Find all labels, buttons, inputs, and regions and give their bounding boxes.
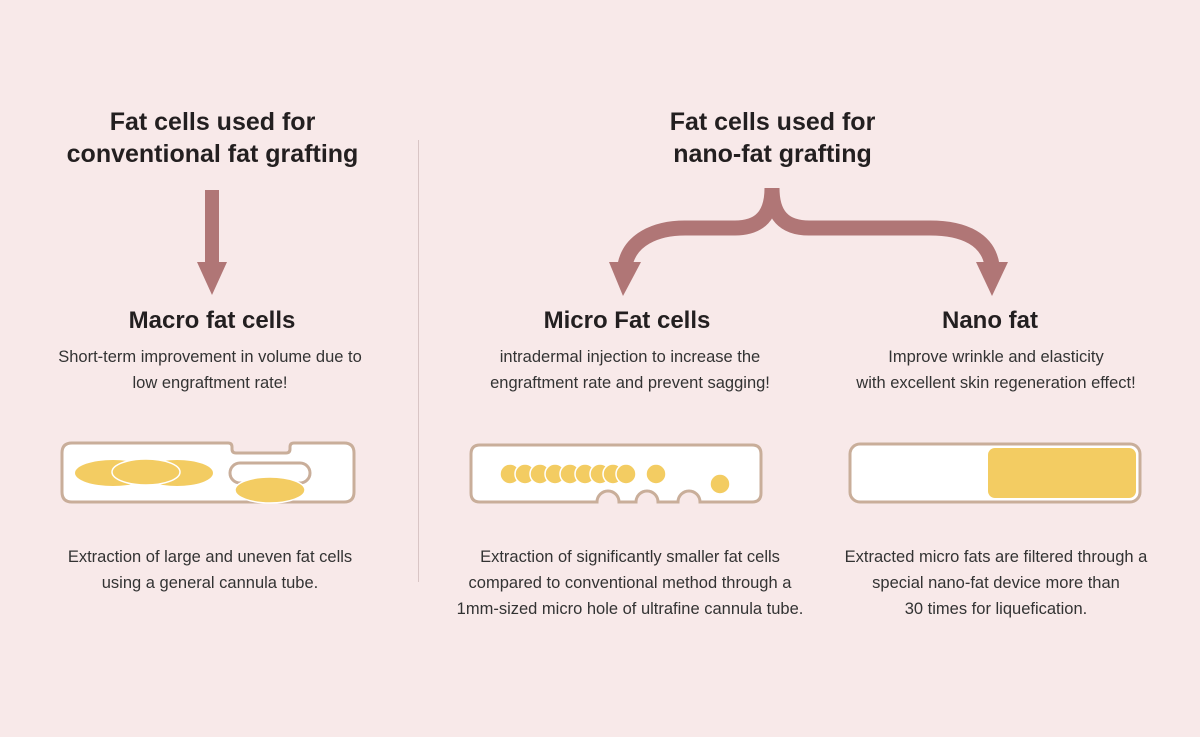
micro-fat-description-line2: engraftment rate and prevent sagging!: [490, 374, 770, 392]
nano-fat-heading: Nano fat: [942, 307, 1038, 334]
micro-fat-extraction-line2: compared to conventional method through …: [468, 574, 792, 592]
nano-fat-extraction-line1: Extracted micro fats are filtered throug…: [844, 548, 1148, 566]
brace-arrow-icon: [617, 187, 1000, 268]
nano-fat-extraction-line2: special nano-fat device more than: [872, 574, 1120, 592]
column-divider: [418, 140, 419, 582]
macro-fat-tube-illustration: [60, 441, 356, 504]
macro-fat-cell: [234, 476, 306, 504]
macro-fat-heading: Macro fat cells: [128, 307, 296, 334]
micro-fat-cell: [615, 463, 637, 485]
macro-fat-cell: [111, 458, 181, 486]
nano-fat-extraction-note: Extracted micro fats are filtered throug…: [815, 544, 1177, 622]
conventional-title-line1: Fat cells used for: [109, 108, 316, 136]
macro-fat-description-line1: Short-term improvement in volume due to: [58, 348, 362, 366]
nanofat-title: Fat cells used for nano-fat grafting: [600, 106, 945, 170]
macro-fat-extraction-line2: using a general cannula tube.: [101, 574, 319, 592]
nanofat-title-line1: Fat cells used for: [669, 108, 876, 136]
brace-left-arrowhead-icon: [609, 262, 641, 296]
micro-fat-tube-illustration: [469, 443, 763, 504]
nano-fat-description: Improve wrinkle and elasticity with exce…: [810, 344, 1182, 396]
micro-fat-extraction-line1: Extraction of significantly smaller fat …: [480, 548, 780, 566]
down-arrow-icon: [197, 190, 227, 295]
nano-fat-tube-illustration: [848, 442, 1142, 504]
micro-fat-cell: [645, 463, 667, 485]
micro-fat-description-line1: intradermal injection to increase the: [499, 348, 761, 366]
macro-fat-extraction-line1: Extraction of large and uneven fat cells: [67, 548, 353, 566]
conventional-title-line2: conventional fat grafting: [66, 140, 359, 168]
conventional-title: Fat cells used for conventional fat graf…: [40, 106, 385, 170]
nano-fat-description-line1: Improve wrinkle and elasticity: [888, 348, 1104, 366]
nano-fat-extraction-line3: 30 times for liquefication.: [904, 600, 1088, 618]
micro-fat-heading: Micro Fat cells: [543, 307, 711, 334]
brace-right-arrowhead-icon: [976, 262, 1008, 296]
micro-fat-extraction-note: Extraction of significantly smaller fat …: [425, 544, 835, 622]
macro-fat-description-line2: low engraftment rate!: [132, 374, 288, 392]
micro-fat-cell: [709, 473, 731, 495]
micro-fat-extraction-line3: 1mm-sized micro hole of ultrafine cannul…: [456, 600, 804, 618]
macro-fat-description: Short-term improvement in volume due to …: [20, 344, 400, 396]
nano-fat-liquid: [988, 448, 1136, 498]
micro-fat-description: intradermal injection to increase the en…: [430, 344, 830, 396]
nano-fat-description-line2: with excellent skin regeneration effect!: [856, 374, 1136, 392]
macro-fat-extraction-note: Extraction of large and uneven fat cells…: [20, 544, 400, 596]
nanofat-title-line2: nano-fat grafting: [673, 140, 872, 168]
